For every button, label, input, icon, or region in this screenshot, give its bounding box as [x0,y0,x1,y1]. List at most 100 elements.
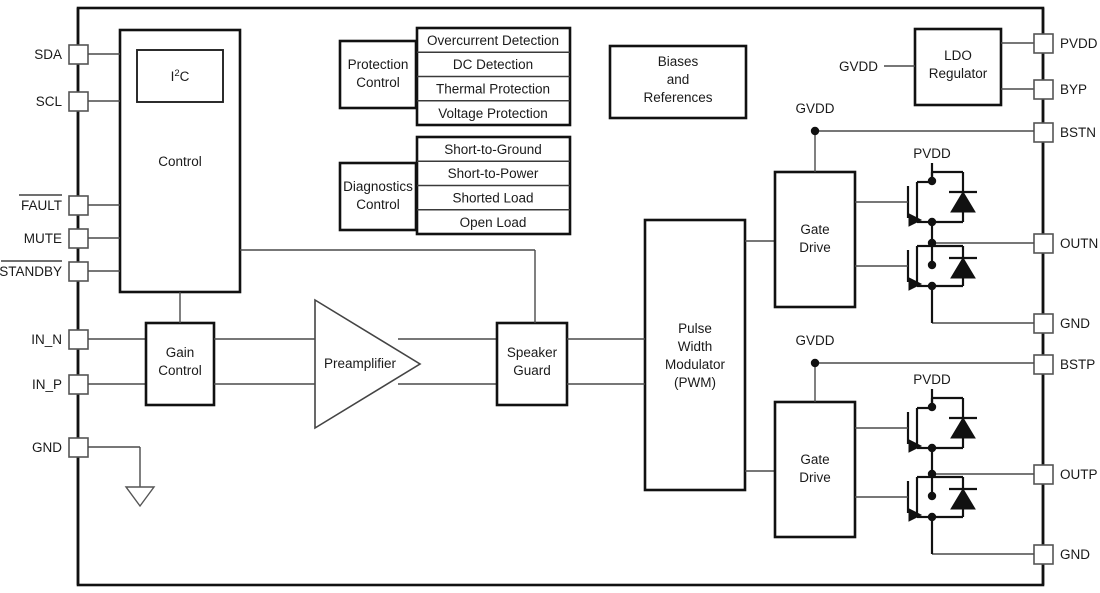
pin-fault[interactable]: FAULT [19,194,120,216]
pin-bstn-label: BSTN [1060,125,1096,140]
pin-outp[interactable]: OUTP [1033,464,1098,485]
pin-gnd-left[interactable]: GND [32,437,156,508]
pin-gnd-outp[interactable]: GND [1033,544,1090,565]
pin-gnd-outn-pad[interactable] [1033,313,1054,334]
pin-sda-pad[interactable] [68,44,89,65]
pin-mute-pad[interactable] [68,228,89,249]
pin-sda-label: SDA [34,47,62,62]
control-label: Control [158,154,202,169]
pvdd-bottom-label: PVDD [913,372,951,387]
gate-drive-top-label-2: Drive [799,240,831,255]
ground-symbol [124,486,156,508]
gain-control-label-1: Gain [166,345,195,360]
diagnostics-row-3: Open Load [460,215,527,230]
pin-gnd-outp-label: GND [1060,547,1090,562]
pin-byp-label: BYP [1060,82,1087,97]
pin-bstp-label: BSTP [1060,357,1095,372]
i2c-label-sup: 2 [174,68,179,79]
pin-mute[interactable]: MUTE [24,228,120,249]
pwm-label-4: (PWM) [674,375,716,390]
pwm-label-1: Pulse [678,321,712,336]
pin-outn-label: OUTN [1060,236,1098,251]
pin-in-p-pad[interactable] [68,374,89,395]
pin-fault-pad[interactable] [68,195,89,216]
protection-control-label-1: Protection [348,57,409,72]
protection-feature-list: Overcurrent Detection DC Detection Therm… [415,26,572,127]
preamplifier-block [314,298,422,430]
pwm-block [643,218,747,492]
pin-pvdd[interactable]: PVDD [1001,33,1098,54]
ldo-label-2: Regulator [929,66,988,81]
diagnostics-control-block [338,161,418,232]
gate-drive-bottom-label-1: Gate [800,452,829,467]
lowside-mosfet-outp [855,475,977,522]
pin-scl-pad[interactable] [68,91,89,112]
gvdd-top-junction [810,126,820,136]
pin-mute-label: MUTE [24,231,62,246]
highside-mosfet-outn: PVDD [855,146,977,227]
pwm-label-2: Width [678,339,713,354]
speaker-guard-block [495,321,569,407]
pin-in-p-label: IN_P [32,377,62,392]
diagnostics-control-label-1: Diagnostics [343,179,413,194]
pin-in-n[interactable]: IN_N [31,329,146,350]
gate-drive-bottom-label-2: Drive [799,470,831,485]
gain-control-block [144,321,216,407]
pin-byp-pad[interactable] [1033,79,1054,100]
pin-gnd-outn[interactable]: GND [1033,313,1090,334]
pin-bstn-pad[interactable] [1033,122,1054,143]
protection-row-3: Voltage Protection [438,106,548,121]
gate-drive-top-block [773,170,857,309]
pin-sda[interactable]: SDA [34,44,120,65]
pin-bstp-pad[interactable] [1033,354,1054,375]
i2c-block [136,49,224,103]
diagnostics-row-0: Short-to-Ground [444,142,542,157]
pin-pvdd-pad[interactable] [1033,33,1054,54]
protection-control-label-2: Control [356,75,400,90]
i2c-label-c: C [180,69,190,84]
pin-bstn[interactable]: BSTN [1033,122,1096,143]
gate-drive-top-label-1: Gate [800,222,829,237]
i2c-label-i: I [171,69,175,84]
diagnostics-feature-list: Short-to-Ground Short-to-Power Shorted L… [415,135,572,236]
gate-drive-bottom-block [773,400,857,539]
pin-in-n-pad[interactable] [68,329,89,350]
pin-gnd-outn-label: GND [1060,316,1090,331]
pin-in-n-label: IN_N [31,332,62,347]
pin-standby-label: STANDBY [0,264,62,279]
gvdd-ldo-label: GVDD [839,59,878,74]
pin-byp[interactable]: BYP [1001,79,1087,100]
pin-in-p[interactable]: IN_P [32,374,146,395]
pin-standby[interactable]: STANDBY [0,260,120,282]
protection-row-1: DC Detection [453,57,533,72]
biases-label-1: Biases [658,54,699,69]
gvdd-bottom-junction [810,358,820,368]
protection-row-2: Thermal Protection [436,82,550,97]
pin-outp-pad[interactable] [1033,464,1054,485]
biases-label-3: References [643,90,712,105]
i2c-label: I2C [171,68,190,84]
pin-scl-label: SCL [36,94,63,109]
pin-outp-label: OUTP [1060,467,1098,482]
gain-control-label-2: Control [158,363,202,378]
pin-gnd-outp-pad[interactable] [1033,544,1054,565]
diagnostics-row-2: Shorted Load [452,191,533,206]
highside-mosfet-outp: PVDD [855,372,977,453]
diagnostics-control-label-2: Control [356,197,400,212]
pin-scl[interactable]: SCL [36,91,120,112]
pin-gnd-left-pad[interactable] [68,437,89,458]
ldo-regulator-block [913,27,1003,107]
ldo-label-1: LDO [944,48,972,63]
pin-gnd-left-label: GND [32,440,62,455]
pwm-label-3: Modulator [665,357,726,372]
pin-outn-pad[interactable] [1033,233,1054,254]
speaker-guard-label-2: Guard [513,363,551,378]
pin-standby-pad[interactable] [68,261,89,282]
pvdd-top-label: PVDD [913,146,951,161]
gvdd-top-label: GVDD [795,101,834,116]
pin-bstp[interactable]: BSTP [1033,354,1095,375]
gvdd-bottom-label: GVDD [795,333,834,348]
pin-outn[interactable]: OUTN [1033,233,1098,254]
